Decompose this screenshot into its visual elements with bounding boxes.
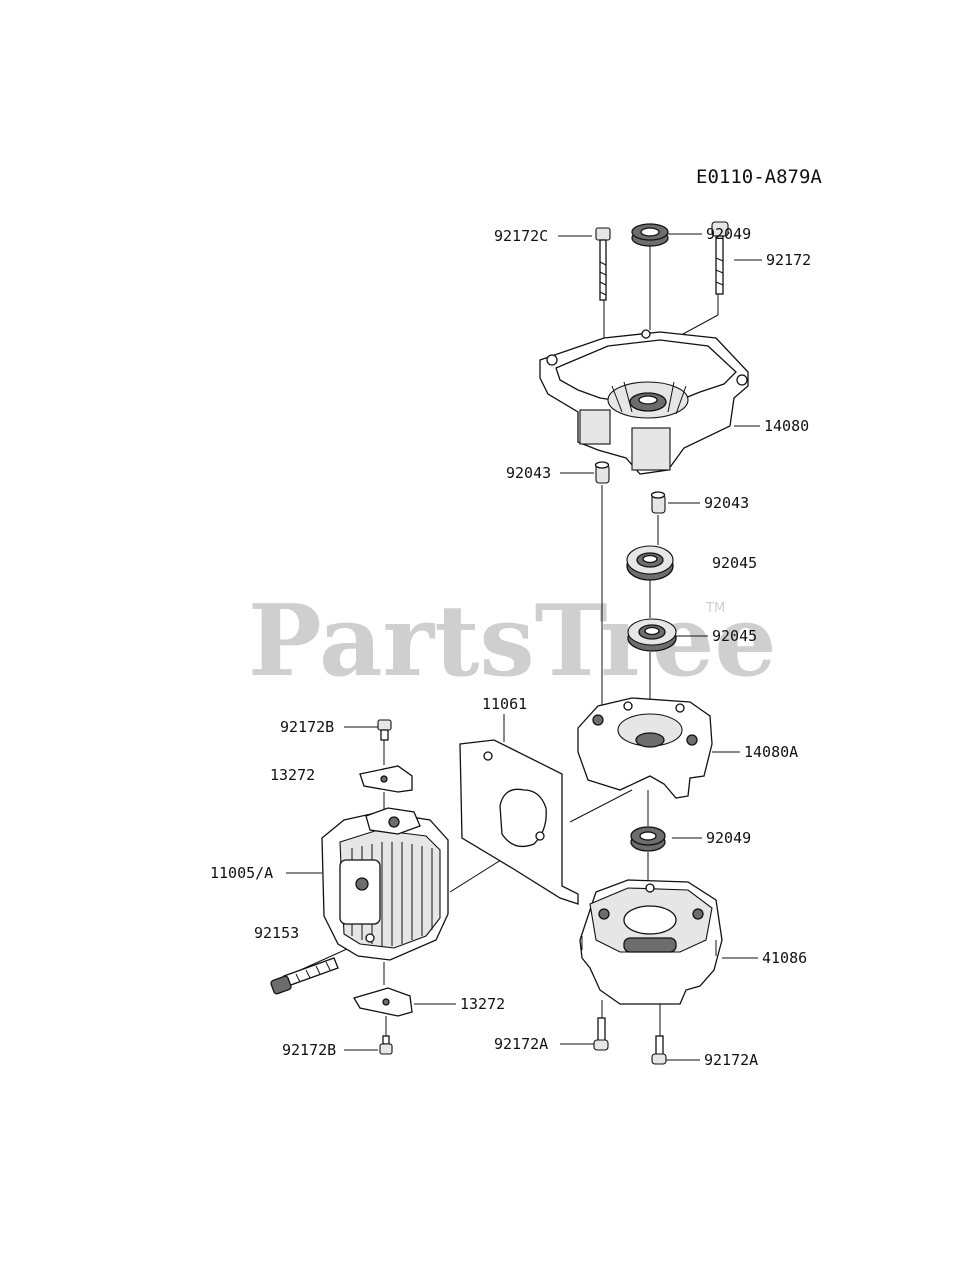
- label-92045-lower: 92045: [712, 627, 757, 645]
- plate-13272-bottom: [353, 987, 413, 1017]
- watermark-trademark: TM: [705, 601, 725, 616]
- label-92049-mid: 92049: [706, 829, 751, 847]
- screw-92172B-bottom: [379, 1035, 393, 1055]
- watermark-text: PartsTree: [248, 584, 777, 699]
- label-92049-top: 92049: [706, 225, 751, 243]
- bearing-92045-lower: [627, 618, 677, 652]
- label-92043-left: 92043: [506, 464, 551, 482]
- seal-92049-mid: [630, 826, 666, 852]
- label-13272-top: 13272: [270, 766, 315, 784]
- label-14080A: 14080A: [744, 743, 798, 761]
- label-14080: 14080: [764, 417, 809, 435]
- label-92172A-left: 92172A: [494, 1035, 548, 1053]
- part-labels: 92049 92172C 92172 14080 92043 92043 920…: [210, 225, 811, 1069]
- dowel-92043-right: [650, 491, 666, 514]
- label-11005A: 11005/A: [210, 864, 273, 882]
- diagram-code: E0110-A879A: [696, 166, 822, 188]
- leader-lines: [286, 233, 762, 1061]
- dowel-92043-left: [594, 461, 610, 484]
- housing-41086: [579, 879, 723, 1005]
- label-92172C: 92172C: [494, 227, 548, 245]
- screw-92172A-right: [651, 1035, 667, 1065]
- label-92045-upper: 92045: [712, 554, 757, 572]
- screw-92172: [711, 221, 729, 295]
- screw-92172A-left: [593, 1017, 609, 1051]
- cylinder-11005A: [321, 807, 449, 961]
- label-92043-right: 92043: [704, 494, 749, 512]
- gasket-11061: [459, 739, 579, 905]
- label-92172B-bottom: 92172B: [282, 1041, 336, 1059]
- bolt-92153: [270, 957, 339, 995]
- screw-92172B-top: [377, 719, 392, 741]
- screw-92172C: [595, 227, 611, 301]
- label-92153: 92153: [254, 924, 299, 942]
- label-41086: 41086: [762, 949, 807, 967]
- crankcase-14080: [539, 329, 749, 475]
- bearing-92045-upper: [626, 545, 674, 581]
- label-92172B-top: 92172B: [280, 718, 334, 736]
- crankcase-14080A: [577, 697, 713, 799]
- label-92172A-right: 92172A: [704, 1051, 758, 1069]
- label-11061: 11061: [482, 695, 527, 713]
- seal-92049-top: [631, 223, 669, 247]
- plate-13272-top: [359, 765, 413, 793]
- label-13272-bottom: 13272: [460, 995, 505, 1013]
- label-92172: 92172: [766, 251, 811, 269]
